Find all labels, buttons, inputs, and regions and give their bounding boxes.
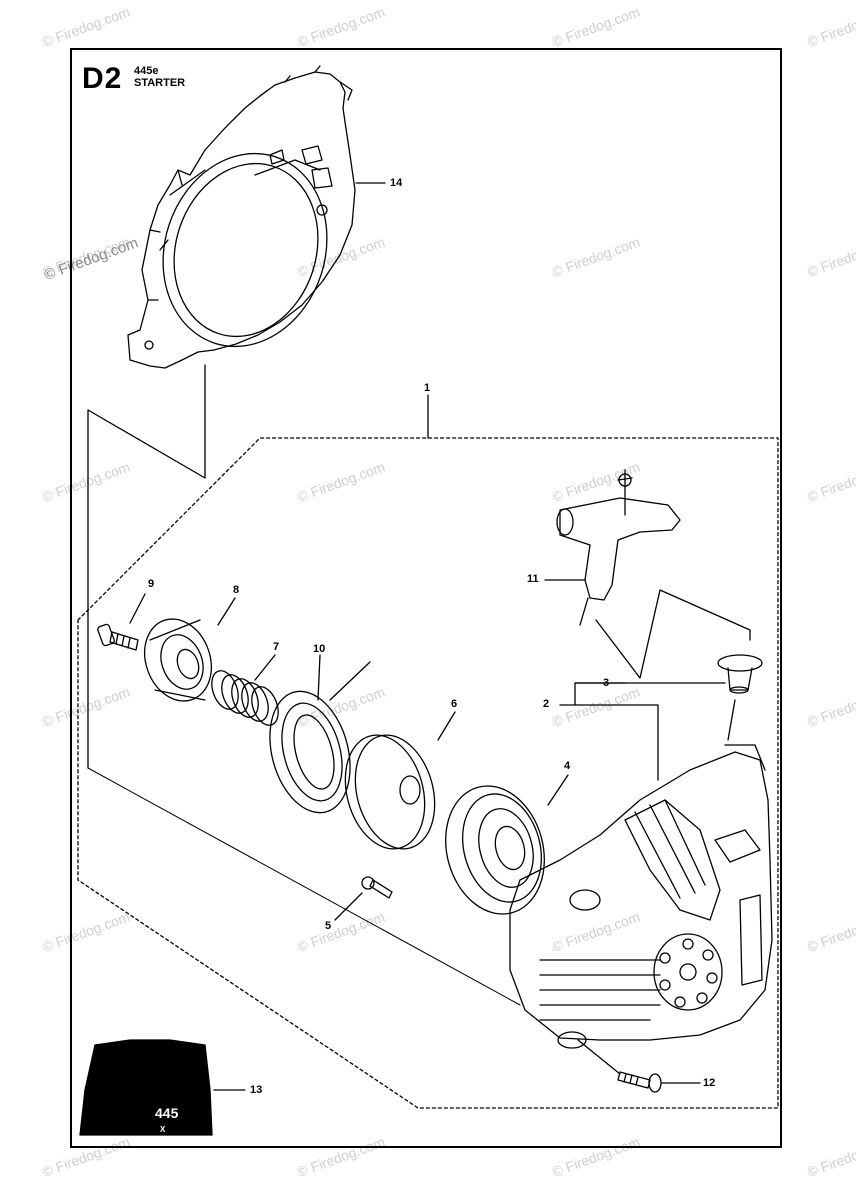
part-5-screw (361, 876, 393, 899)
page-code: D2 (82, 62, 123, 95)
assembly-1-boundary (77, 437, 779, 1109)
label-part-6: 6 (451, 698, 458, 710)
part-2-starter-housing (509, 744, 773, 1049)
label-part-13: 13 (250, 1084, 263, 1096)
part-4-spring-cassette (445, 785, 545, 915)
label-part-2: 2 (543, 698, 550, 710)
part-3-rope-guide (717, 654, 763, 694)
model-name: 445e (134, 65, 159, 77)
part-6-pulley (344, 734, 436, 850)
part-10-rope (269, 661, 371, 814)
label-part-3: 3 (603, 677, 610, 689)
diagram-frame (70, 48, 782, 1148)
page-title: STARTER (134, 77, 186, 89)
label-part-8: 8 (233, 584, 240, 596)
part-12-screw (617, 1071, 662, 1093)
label-part-10: 10 (313, 643, 326, 655)
part-13-decal (79, 1039, 213, 1136)
part-14-fan-housing (127, 65, 356, 369)
label-part-5: 5 (325, 920, 332, 932)
label-part-9: 9 (148, 578, 155, 590)
part-8-hub (144, 618, 212, 702)
label-part-12: 12 (703, 1077, 716, 1089)
label-part-11: 11 (527, 573, 539, 585)
part-11-handle (556, 469, 681, 626)
label-part-1: 1 (424, 382, 431, 394)
part-7-spring (211, 670, 279, 726)
part-9-bolt (97, 623, 139, 651)
label-part-14: 14 (390, 177, 403, 189)
label-part-4: 4 (564, 760, 571, 772)
label-part-7: 7 (273, 641, 280, 653)
decal-model-text: 445 (155, 1105, 179, 1121)
decal-suffix-text: X (160, 1125, 166, 1134)
